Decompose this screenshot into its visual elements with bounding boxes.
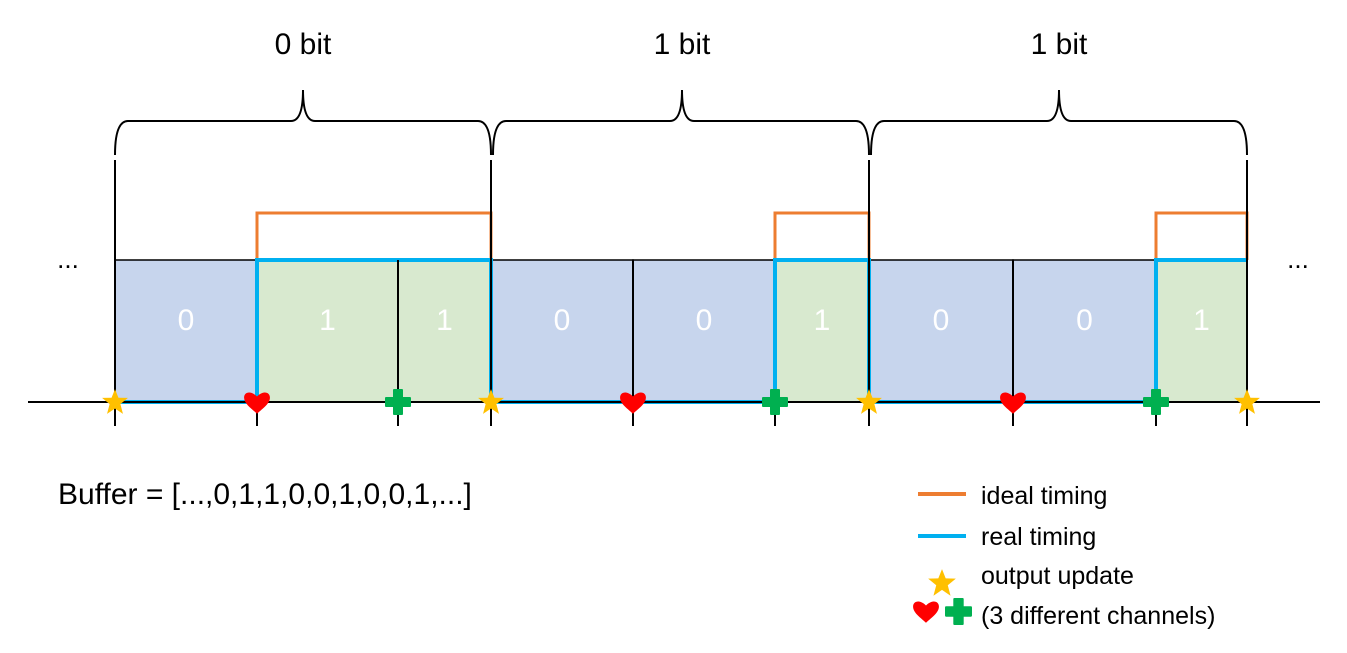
bit-label-2: 1 bit (654, 28, 711, 61)
bit-cell (490, 259, 634, 403)
real-timing-line (115, 258, 1247, 404)
cross-icon (945, 598, 972, 625)
bit-label-3: 1 bit (1031, 28, 1088, 61)
legend-real-label: real timing (981, 523, 1096, 551)
legend-ideal-label: ideal timing (981, 482, 1107, 510)
legend: ideal timing real timing output update (… (913, 482, 1215, 630)
star-icon (928, 569, 956, 596)
ideal-timing-line (255, 211, 1249, 260)
ellipsis-left: ... (57, 244, 79, 274)
bit-cell-value: 1 (436, 304, 453, 337)
bit-cell-value: 1 (814, 304, 831, 337)
bit-cells: 0 1 1 0 0 1 0 0 1 (114, 259, 1248, 403)
legend-output-label: output update (981, 562, 1134, 590)
bit-cell-value: 1 (1193, 304, 1210, 337)
legend-channels-label: (3 different channels) (981, 602, 1215, 630)
bit-cell (632, 259, 776, 403)
bit-cell (114, 259, 258, 403)
heart-icon (913, 601, 939, 623)
bit-cell-value: 0 (696, 304, 713, 337)
bit-cell-value: 0 (554, 304, 571, 337)
bit-cell-value: 0 (178, 304, 195, 337)
bit-cell (774, 259, 870, 403)
bit-cell (256, 259, 399, 403)
buffer-text: Buffer = [...,0,1,1,0,0,1,0,0,1,...] (58, 478, 472, 511)
bit-label-1: 0 bit (275, 28, 332, 61)
bit-braces (114, 89, 1248, 156)
bit-cell-value: 0 (933, 304, 950, 337)
bit-cell-value: 0 (1076, 304, 1093, 337)
bit-cell-value: 1 (319, 304, 336, 337)
ellipsis-right: ... (1287, 244, 1309, 274)
